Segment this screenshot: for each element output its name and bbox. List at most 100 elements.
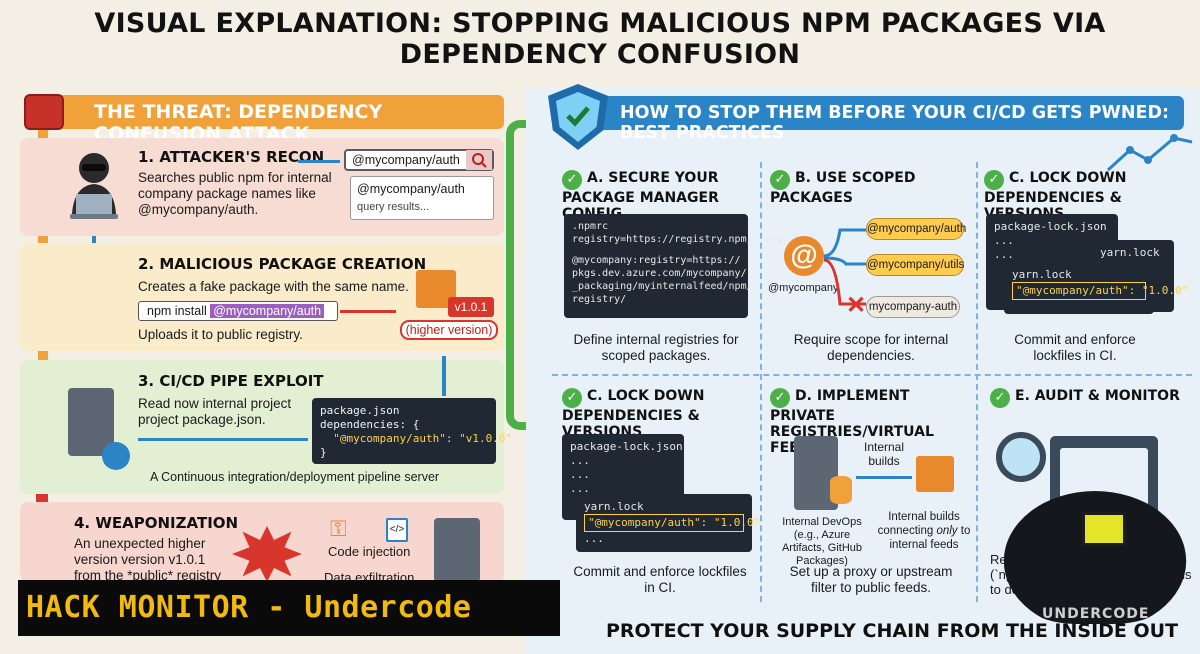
code-line: "@mycompany/auth": "1.0.0" [1012,282,1188,300]
card-b-desc: Require scope for internal dependencies. [793,332,949,363]
code-line: yarn.lock [1012,268,1072,281]
card-a-desc: Define internal registries for scoped pa… [573,332,739,363]
best-practices-heading: HOW TO STOP THEM BEFORE YOUR CI/CD GETS … [556,96,1184,143]
search-button[interactable] [466,150,492,170]
code-injection-label: Code injection [328,544,411,559]
internal-builds-label: Internal builds [863,440,905,468]
version-badge: v1.0.1 [448,297,494,317]
arrow-to-feed [856,476,912,479]
check-icon: ✓ [990,388,1010,408]
server-caption: A Continuous integration/deployment pipe… [150,470,440,484]
cmd-prefix: npm install [147,304,211,318]
scope-label: @mycompany [768,282,839,294]
unscoped-package-pill: mycompany-auth [866,296,960,318]
connecting-label: Internal builds connecting only to inter… [876,510,972,552]
code-line: registry=https://registry.npmjs.org/ [572,234,789,245]
card-title-text: C. LOCK DOWN DEPENDENCIES & VERSIONS [562,388,705,440]
yarn-lock-code-front: yarn.lock"@mycompany/auth": "1.0.0" [1004,262,1188,314]
at-sign-icon: @ [784,236,824,276]
separator [976,162,978,602]
page-title: VISUAL EXPLANATION: STOPPING MALICIOUS N… [94,8,1106,70]
key-icon: ⚿ [330,516,347,541]
card-c1-desc: Commit and enforce lockfiles in CI. [1014,332,1136,363]
code-line: _packaging/myinternalfeed/npm/ [572,281,753,292]
result-title: @mycompany/auth [357,182,465,196]
search-results: @mycompany/auth query results... [350,176,494,220]
arrow-up [442,356,446,396]
arrow-to-search [298,160,340,163]
arrow-read-json [138,438,308,441]
code-line: ... [994,234,1014,247]
devops-label: Internal DevOps (e.g., Azure Artifacts, … [781,516,863,567]
code-line: package.json [320,404,400,417]
laptop-screen-icon [1082,512,1126,546]
threat-heading: THE THREAT: DEPENDENCY CONFUSION ATTACK [28,95,504,145]
code-line: } [320,446,327,459]
checkmark-icon [566,106,590,127]
card-e-title: ✓ E. AUDIT & MONITOR [990,388,1190,408]
step-title: 4. WEAPONIZATION [74,514,239,532]
trend-line-icon [1106,134,1193,172]
code-line: ... [994,248,1014,261]
separator [760,162,762,602]
code-line: registry/ [572,294,627,305]
npmrc-code: .npmrc registry=https://registry.npmjs.or… [564,214,789,318]
close-icon: ✕ [846,292,867,319]
card-title-text: E. AUDIT & MONITOR [1015,388,1180,404]
card-d-desc: Set up a proxy or upstream filter to pub… [789,564,953,595]
card-b-title: ✓B. USE SCOPED PACKAGES [770,170,970,206]
result-hint: query results... [357,201,430,213]
code-line: .npmrc [572,221,609,232]
target-server-icon [434,518,480,582]
npm-install-command: npm install @mycompany/auth [138,301,338,321]
connecting-em: only [936,525,958,537]
hack-monitor-banner: HACK MONITOR - Undercode [18,580,560,636]
code-line: ... [570,482,590,495]
code-line: package-lock.json [994,220,1107,233]
yarn-lock-code: yarn.lock"@mycompany/auth": "1.0.0"... [576,494,760,552]
scoped-package-pill: @mycompany/utils [866,254,964,276]
check-icon: ✓ [562,170,582,190]
higher-version-badge: (higher version) [400,320,498,340]
check-icon: ✓ [562,388,582,408]
check-icon: ✓ [770,388,790,408]
search-input[interactable]: @mycompany/auth [344,149,494,171]
watermark: UNDERCODE [1042,606,1150,622]
card-title-text: B. USE SCOPED PACKAGES [770,170,916,206]
step-title: 2. MALICIOUS PACKAGE CREATION [138,255,427,273]
code-line: ... [570,454,590,467]
footer-slogan: PROTECT YOUR SUPPLY CHAIN FROM THE INSID… [606,620,1179,642]
code-line: pkgs.dev.azure.com/mycompany/ [572,268,747,279]
connecting-post: to internal feeds [889,525,971,551]
arrow-upload [340,310,396,313]
connecting-pre: Internal builds connecting [877,511,960,537]
step-text: Searches public npm for internal company… [138,170,332,217]
code-line: dependencies: { [320,418,420,431]
step-text: Creates a fake package with the same nam… [138,279,409,294]
magnifier-icon [996,432,1046,482]
code-line: "@mycompany/auth": "1.0.0" [584,514,760,532]
cmd-package: @mycompany/auth [210,304,325,318]
code-line: ... [570,468,590,481]
package-box-icon [916,456,954,492]
malicious-package-icon [24,94,64,130]
step-text-2: Uploads it to public registry. [138,327,303,342]
code-line: ... [584,532,604,545]
code-line: @mycompany:registry=https:// [572,255,741,266]
check-icon: ✓ [984,170,1004,190]
step-title: 3. CI/CD PIPE EXPLOIT [138,372,324,390]
hacker-icon [70,153,118,219]
code-line: package-lock.json [570,440,683,453]
branch-arrows [823,228,866,306]
step-title: 1. ATTACKER'S RECON [138,148,325,166]
card-c2-desc: Commit and enforce lockfiles in CI. [573,564,747,595]
code-line: yarn.lock [1100,246,1160,259]
gear-icon [102,442,130,470]
code-line: yarn.lock [584,500,644,513]
scoped-package-pill: @mycompany/auth [866,218,966,240]
database-icon [830,476,852,504]
check-icon: ✓ [770,170,790,190]
card-c2-title: ✓C. LOCK DOWN DEPENDENCIES & VERSIONS [562,388,758,440]
search-icon [472,153,487,168]
